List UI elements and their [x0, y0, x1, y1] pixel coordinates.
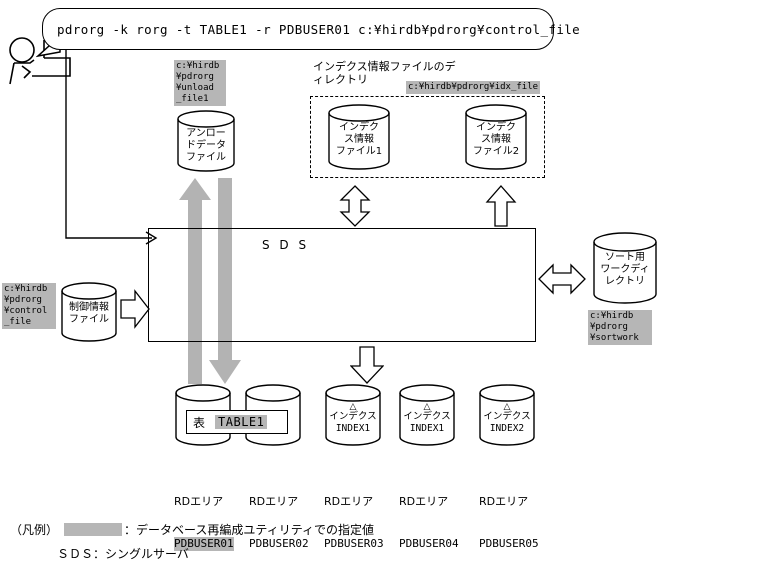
rd-area-caption-3: RDエリア PDBUSER03 — [324, 467, 384, 579]
index-files-directory-group — [310, 96, 545, 178]
rd-area-caption-label-1: RDエリア — [174, 495, 224, 508]
control-information-file-cylinder: 制御情報 ファイル — [60, 282, 118, 342]
rd-area-name-4: PDBUSER04 — [399, 537, 459, 550]
rd-area-name-5: PDBUSER05 — [479, 537, 539, 550]
rd-area-caption-1: RDエリア PDBUSER01 — [174, 467, 234, 579]
sds-server-box — [148, 228, 536, 342]
legend-swatch-text: ：データベース再編成ユティリティでの指定値 — [124, 523, 374, 537]
legend-sds-text: ＳＤＳ：シングルサーバ — [57, 547, 189, 561]
rd-area-name-2: PDBUSER02 — [249, 537, 309, 550]
rd-area-caption-label-3: RDエリア — [324, 495, 374, 508]
command-text: pdrorg -k rorg -t TABLE1 -r PDBUSER01 c:… — [57, 21, 581, 37]
rd-area-caption-label-5: RDエリア — [479, 495, 529, 508]
index-info-file-1-cylinder: インデク ス情報 ファイル1 — [327, 104, 391, 170]
index-file-2-up-arrow — [485, 185, 517, 227]
index-3-mark: △ — [503, 402, 511, 412]
rd-area-cylinder-4: △ インデクス INDEX1 — [398, 384, 456, 446]
terminal-to-sds-connector — [65, 50, 158, 245]
rd-area-name-1: PDBUSER01 — [174, 537, 234, 551]
index-files-heading: インデクス情報ファイルのデ ィレクトリ — [313, 60, 456, 86]
index-1-name: INDEX1 — [335, 423, 371, 434]
control-file-cylinder-label: 制御情報 ファイル — [69, 302, 109, 325]
control-file-path-label: c:¥hirdb ¥pdrorg ¥control _file — [2, 283, 56, 329]
unload-path-label: c:¥hirdb ¥pdrorg ¥unload _file1 — [174, 60, 226, 106]
index-1-label: インデクス — [329, 411, 377, 422]
rd-area-cylinder-2 — [244, 384, 302, 446]
unload-data-flow-up-arrow — [179, 178, 211, 384]
person-at-terminal-icon — [9, 37, 71, 85]
table-label: 表 — [193, 415, 206, 430]
sort-work-cylinder-label: ソート用 ワークディ レクトリ — [600, 252, 650, 287]
index-3-name: INDEX2 — [489, 423, 525, 434]
index-1-mark: △ — [349, 402, 357, 412]
reload-data-flow-down-arrow — [209, 178, 241, 384]
rd-area-caption-label-4: RDエリア — [399, 495, 449, 508]
table-name: TABLE1 — [215, 415, 268, 429]
legend-color-swatch — [64, 523, 123, 536]
index-2-name: INDEX1 — [409, 423, 445, 434]
index-info-file-1-label: インデク ス情報 ファイル1 — [335, 122, 383, 157]
rd-area-caption-5: RDエリア PDBUSER05 — [479, 467, 539, 579]
rd-area-cylinder-5: △ インデクス INDEX2 — [478, 384, 536, 446]
sds-to-sortwork-bidirectional-arrow — [538, 263, 586, 295]
index-info-file-2-cylinder: インデク ス情報 ファイル2 — [464, 104, 528, 170]
unload-data-file-cylinder: アンロー ドデータ ファイル — [176, 110, 236, 172]
index-info-file-2-label: インデク ス情報 ファイル2 — [472, 122, 520, 157]
table-definition-box: 表 TABLE1 — [186, 410, 288, 434]
legend-row-sds: ＳＤＳ：シングルサーバ — [57, 545, 189, 562]
index-file-1-bidirectional-arrow — [339, 185, 371, 227]
sort-work-directory-cylinder: ソート用 ワークディ レクトリ — [592, 232, 658, 304]
index-2-label: インデクス — [403, 411, 451, 422]
rd-area-caption-4: RDエリア PDBUSER04 — [399, 467, 459, 579]
sortwork-path-label: c:¥hirdb ¥pdrorg ¥sortwork — [588, 310, 652, 345]
rd-area-caption-2: RDエリア PDBUSER02 — [249, 467, 309, 579]
control-file-to-sds-arrow — [120, 289, 150, 329]
legend-title: （凡例） — [10, 523, 59, 537]
index-files-path-label: c:¥hirdb¥pdrorg¥idx_file — [406, 81, 541, 94]
index-2-mark: △ — [423, 402, 431, 412]
legend-row-swatch: （凡例） ：データベース再編成ユティリティでの指定値 — [10, 521, 374, 538]
unload-cylinder-label: アンロー ドデータ ファイル — [186, 128, 226, 163]
index-3-label: インデクス — [483, 411, 531, 422]
sds-title: S D S — [262, 238, 310, 252]
command-bubble: pdrorg -k rorg -t TABLE1 -r PDBUSER01 c:… — [42, 8, 580, 50]
rd-area-caption-label-2: RDエリア — [249, 495, 299, 508]
rd-area-cylinder-3: △ インデクス INDEX1 — [324, 384, 382, 446]
sds-to-index-down-arrow — [350, 346, 384, 384]
rd-area-name-3: PDBUSER03 — [324, 537, 384, 550]
